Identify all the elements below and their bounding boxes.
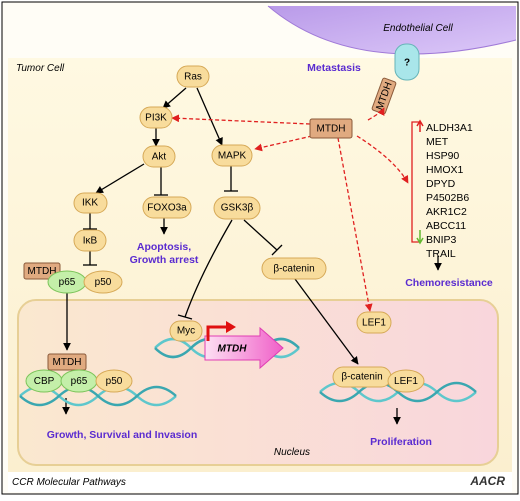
node-akt: Akt xyxy=(142,145,176,168)
svg-text:MTDH: MTDH xyxy=(317,124,346,135)
nucleus xyxy=(17,299,499,466)
apoptosis-outcome-line2: Growth arrest xyxy=(130,254,199,266)
arrow-akt-ikk xyxy=(95,163,145,194)
gene-up-7: ABCC11 xyxy=(426,220,466,232)
gene-up-4: DPYD xyxy=(426,178,456,190)
node-p50: p50 xyxy=(83,270,123,294)
node-beta-catenin-nucleus: β-catenin xyxy=(332,366,392,388)
node-ikb: IκB xyxy=(73,229,107,252)
gene-up-6: AKR1C2 xyxy=(426,206,467,218)
mtdh-gene: MTDH xyxy=(204,326,284,370)
gene-up-0: ALDH3A1 xyxy=(426,122,473,134)
node-ikk: IKK xyxy=(73,192,108,214)
gene-up-3: HMOX1 xyxy=(426,164,464,176)
node-mtdh: MTDH xyxy=(309,118,353,139)
metastasis-outcome: Metastasis xyxy=(307,62,361,74)
svg-text:GSK3β: GSK3β xyxy=(221,203,254,214)
svg-text:MTDH: MTDH xyxy=(28,266,57,277)
gene-list-down: BNIP3 TRAIL xyxy=(426,234,457,260)
unknown-receptor xyxy=(394,43,420,81)
node-lef1: LEF1 xyxy=(356,311,392,334)
footer-band xyxy=(8,472,512,492)
inhibit-gsk3b-beta-catenin xyxy=(243,219,278,251)
growth-outcome: Growth, Survival and Invasion xyxy=(47,429,198,441)
svg-text:MTDH: MTDH xyxy=(53,357,82,368)
svg-text:MAPK: MAPK xyxy=(218,151,247,162)
svg-text:Myc: Myc xyxy=(177,326,195,337)
red-arrow-mtdh-mapk xyxy=(254,135,313,152)
footer-label: CCR Molecular Pathways xyxy=(12,477,126,488)
red-arrow-mtdh-lef1 xyxy=(337,137,373,312)
chemoresistance-outcome: Chemoresistance xyxy=(405,277,493,289)
arrow-ras-mapk xyxy=(196,87,223,146)
svg-text:PI3K: PI3K xyxy=(145,113,167,124)
svg-text:FOXO3a: FOXO3a xyxy=(147,203,187,214)
svg-text:CBP: CBP xyxy=(34,376,55,387)
node-cbp: CBP xyxy=(25,369,63,393)
svg-text:IKK: IKK xyxy=(82,198,98,209)
node-gsk3b: GSK3β xyxy=(213,196,261,220)
red-arrow-mtdh-pi3k xyxy=(171,114,311,125)
endothelial-membrane xyxy=(267,5,517,55)
node-p65: p65 xyxy=(47,270,87,294)
gene-bracket xyxy=(411,121,420,243)
red-arrow-mtdh-chemoresistance xyxy=(356,135,409,184)
svg-text:LEF1: LEF1 xyxy=(394,376,418,387)
svg-text:LEF1: LEF1 xyxy=(362,318,386,329)
red-arrow-mtdh-metastasis xyxy=(367,107,385,121)
transcription-start-arrowhead xyxy=(226,321,236,333)
gene-list-up: ALDH3A1 MET HSP90 HMOX1 DPYD P4502B6 AKR… xyxy=(426,122,473,232)
downregulated-arrow xyxy=(416,230,424,245)
nucleus-label: Nucleus xyxy=(274,447,310,458)
node-foxo3a: FOXO3a xyxy=(142,196,192,219)
node-p65-nucleus: p65 xyxy=(60,369,98,393)
node-mapk: MAPK xyxy=(211,144,253,167)
arrow-beta-catenin-nucleus xyxy=(294,278,359,365)
svg-text:IκB: IκB xyxy=(83,236,98,247)
svg-text:p65: p65 xyxy=(59,277,76,288)
gene-up-1: MET xyxy=(426,136,449,148)
endothelial-cell-label: Endothelial Cell xyxy=(383,23,453,34)
transcription-start-arrow xyxy=(206,325,228,341)
inhibit-gsk3b-myc xyxy=(184,219,233,318)
node-mtdh-nfkb: MTDH xyxy=(23,262,61,280)
node-ras: Ras xyxy=(176,65,210,88)
apoptosis-outcome-line1: Apoptosis, xyxy=(137,241,191,253)
svg-text:β-catenin: β-catenin xyxy=(341,372,382,383)
gene-down-1: TRAIL xyxy=(426,248,456,260)
tumor-cell-label: Tumor Cell xyxy=(16,63,65,74)
aacr-logo: AACR xyxy=(469,474,505,488)
node-pi3k: PI3K xyxy=(139,106,173,129)
gene-up-2: HSP90 xyxy=(426,150,459,162)
svg-text:p65: p65 xyxy=(71,376,88,387)
inhibit-gsk3b-beta-catenin-bar xyxy=(271,244,283,256)
arrow-ras-pi3k xyxy=(162,87,187,109)
svg-text:β-catenin: β-catenin xyxy=(273,264,314,275)
svg-text:Akt: Akt xyxy=(152,152,167,163)
node-myc: Myc xyxy=(169,320,203,342)
endothelial-cell xyxy=(268,6,516,55)
mtdh-gene-label: MTDH xyxy=(218,344,248,355)
svg-text:p50: p50 xyxy=(95,277,112,288)
node-mtdh-nucleus: MTDH xyxy=(47,353,87,371)
unknown-receptor-label: ? xyxy=(404,58,410,69)
svg-text:Ras: Ras xyxy=(184,72,202,83)
gene-down-0: BNIP3 xyxy=(426,234,457,246)
node-lef1-nucleus: LEF1 xyxy=(387,369,425,393)
node-beta-catenin: β-catenin xyxy=(261,257,327,280)
inhibit-gsk3b-myc-bar xyxy=(177,314,193,320)
upregulated-arrow xyxy=(416,119,424,132)
gene-up-5: P4502B6 xyxy=(426,192,469,204)
proliferation-outcome: Proliferation xyxy=(370,436,432,448)
node-p50-nucleus: p50 xyxy=(95,369,133,393)
svg-text:p50: p50 xyxy=(106,376,123,387)
